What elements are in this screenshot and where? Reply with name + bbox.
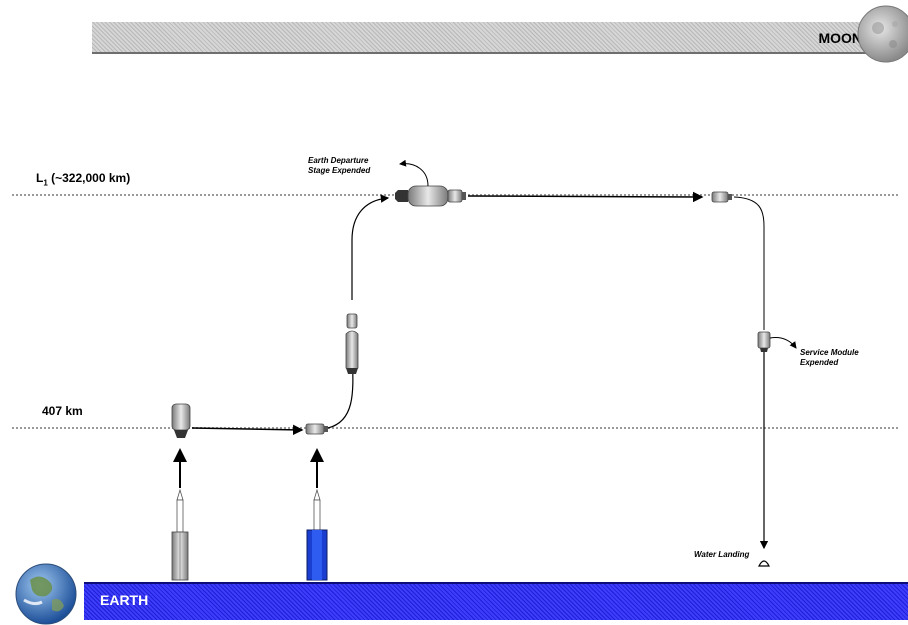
heavy-lift-vehicle (307, 490, 327, 580)
crew-launch-vehicle (172, 490, 188, 580)
crew-vehicle-leo (172, 404, 190, 438)
capsule-icon (759, 561, 769, 566)
sm-expended-arrow (770, 337, 796, 348)
docked-stack-leo (306, 424, 328, 434)
earth-icon (16, 564, 76, 624)
moon-icon (858, 6, 908, 62)
crew-vehicle-l1 (712, 192, 732, 202)
transit-arrow (468, 196, 702, 197)
return-path-1 (734, 197, 764, 330)
return-vehicle (758, 332, 770, 352)
trajectory-curve-2 (352, 198, 388, 300)
eds-stack-l1 (395, 186, 466, 206)
ascending-vehicle (346, 314, 358, 374)
eds-expended-arrow (400, 164, 428, 186)
